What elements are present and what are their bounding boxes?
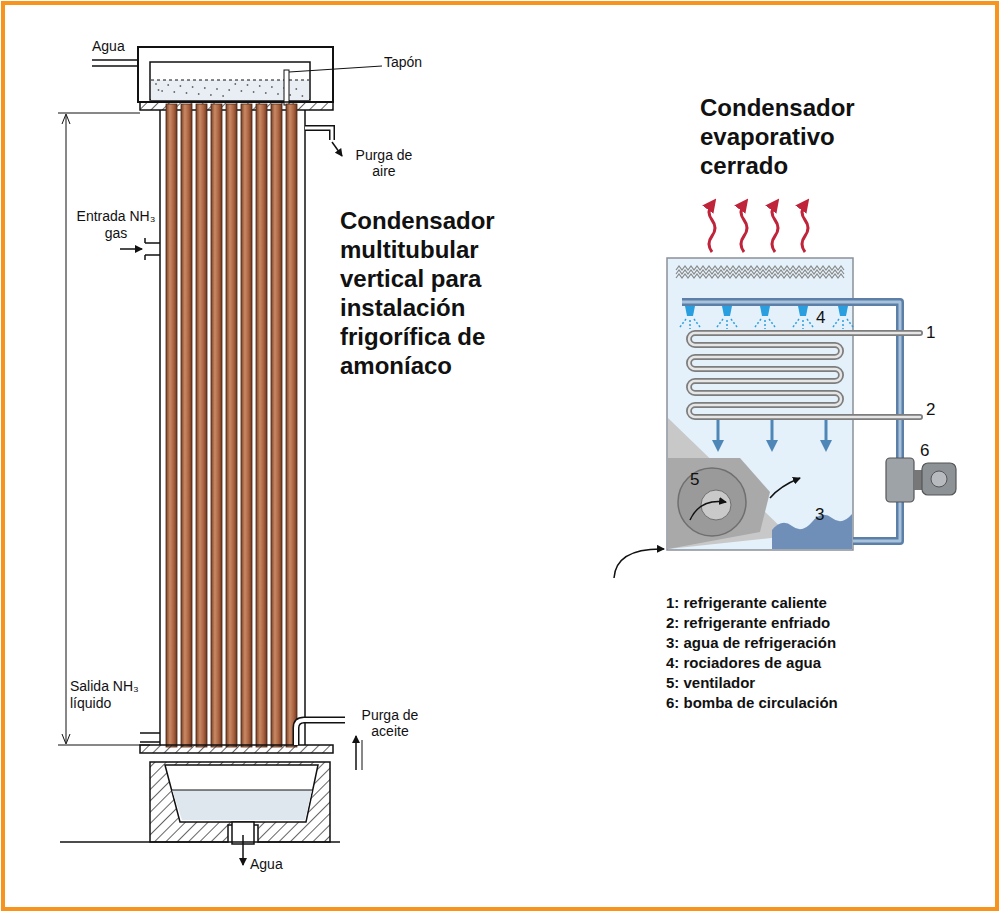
water-dot	[216, 88, 218, 90]
spray	[680, 319, 700, 329]
callout-number: 3	[815, 505, 835, 525]
water-dot	[247, 84, 249, 86]
water-dot	[192, 86, 194, 88]
title: Condensador multitubular vertical para i…	[340, 206, 545, 380]
water-dot	[210, 94, 212, 96]
tube	[181, 104, 192, 747]
water-dot	[277, 93, 279, 95]
tube-bundle	[166, 104, 297, 747]
spray	[833, 319, 853, 329]
mist-eliminator	[676, 266, 844, 270]
mist-eliminator	[676, 270, 844, 274]
water-dot	[265, 92, 267, 94]
legend-item: 5: ventilador	[666, 674, 906, 692]
tube	[166, 104, 177, 747]
tube	[286, 104, 297, 747]
water-dot	[204, 87, 206, 89]
tube	[211, 104, 222, 747]
water-dot	[161, 90, 163, 92]
tube	[256, 104, 267, 747]
callout-number: 4	[816, 308, 836, 328]
callout-number: 1	[926, 323, 946, 343]
callout-number: 2	[926, 400, 946, 420]
water-dot	[186, 92, 188, 94]
title: Condensador evaporativo cerrado	[700, 93, 900, 180]
water-dot	[158, 89, 160, 91]
purge-label: Purga de aceite	[350, 707, 430, 739]
callout-number: 6	[920, 441, 940, 461]
inlet-label: Entrada NH₃ gas	[76, 208, 156, 242]
callout-number: 5	[690, 470, 710, 490]
legend-item: 2: refrigerante enfriado	[666, 614, 906, 632]
mist-eliminator	[676, 274, 844, 278]
spray	[755, 319, 775, 329]
legend-item: 1: refrigerante caliente	[666, 594, 906, 612]
water-dot	[167, 84, 169, 86]
water-dot	[228, 89, 230, 91]
water-dot	[180, 85, 182, 87]
water-dot	[289, 94, 291, 96]
tube	[226, 104, 237, 747]
outlet-label: Agua	[250, 856, 310, 872]
spray-nozzle	[685, 306, 695, 316]
outlet-label: Salida NH₃ líquido	[70, 678, 170, 712]
water-dot	[241, 90, 243, 92]
water-dot	[259, 85, 261, 87]
water-dot	[295, 88, 297, 90]
spray-nozzle	[838, 306, 848, 316]
inlet-label: Agua	[92, 38, 152, 54]
purge-label: Purga de aire	[344, 147, 424, 179]
spray-nozzle	[722, 306, 732, 316]
water-dot	[302, 95, 304, 97]
legend-item: 3: agua de refrigeración	[666, 634, 906, 652]
spray-nozzle	[798, 306, 808, 316]
tube	[196, 104, 207, 747]
water-dot	[155, 83, 157, 85]
part-label: Tapón	[384, 54, 444, 70]
spray	[717, 319, 737, 329]
water-dot	[222, 95, 224, 97]
water-dot	[271, 86, 273, 88]
spray-nozzle	[760, 306, 770, 316]
water-dot	[173, 91, 175, 93]
legend-item: 4: rociadores de agua	[666, 654, 906, 672]
water-dot	[198, 93, 200, 95]
tube	[241, 104, 252, 747]
spray	[793, 319, 813, 329]
tube	[271, 104, 282, 747]
water-dot	[253, 91, 255, 93]
water-dot	[234, 83, 236, 85]
legend-item: 6: bomba de circulación	[666, 694, 906, 712]
